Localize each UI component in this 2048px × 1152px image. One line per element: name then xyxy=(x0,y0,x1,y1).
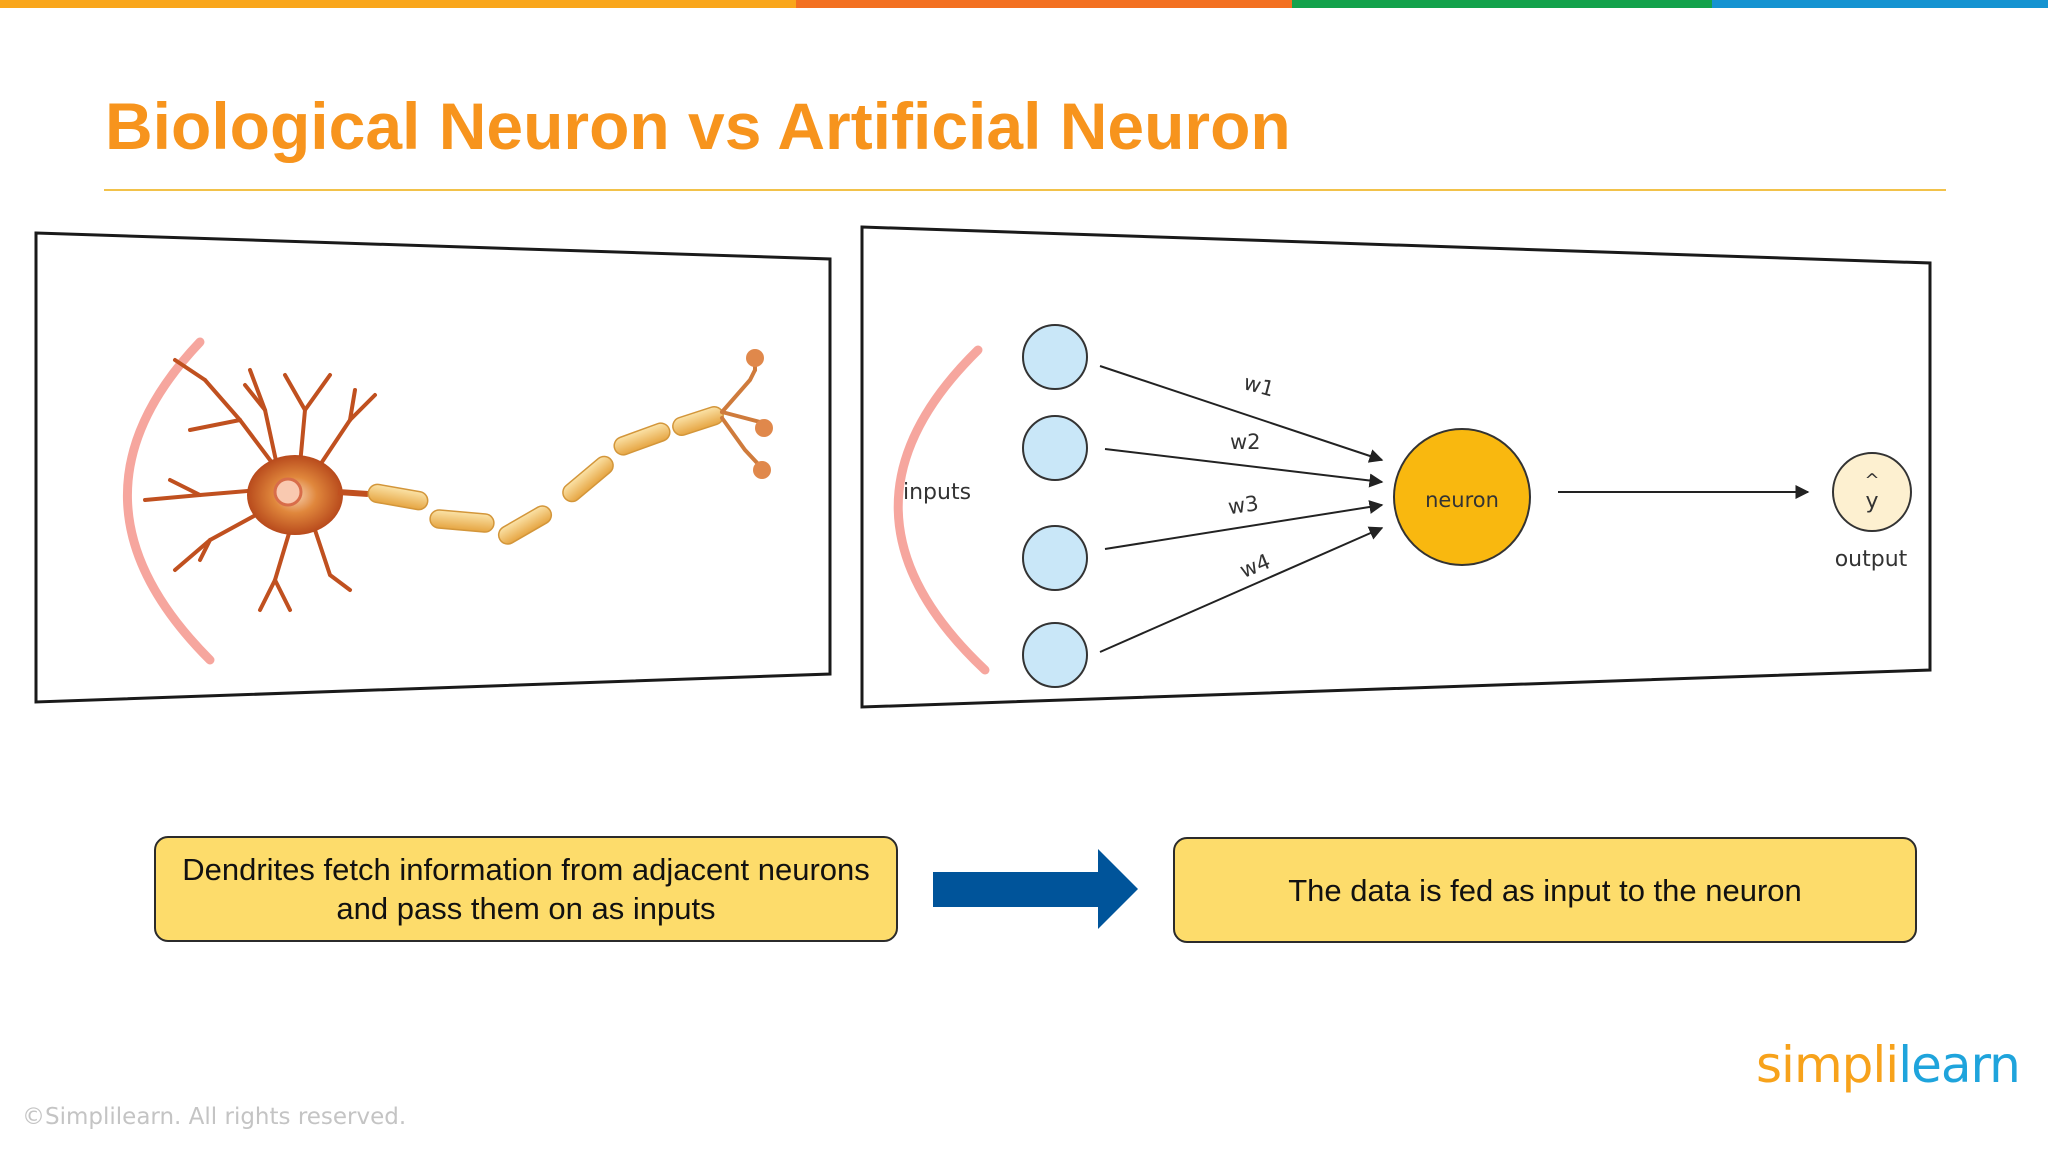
simplilearn-logo: simplilearn xyxy=(1756,1036,2021,1094)
top-bar-segment-green xyxy=(1292,0,1712,8)
neuron-node xyxy=(1393,428,1531,566)
output-label: output xyxy=(1835,547,1908,572)
biological-panel-frame xyxy=(34,231,832,704)
weight-edge-2 xyxy=(1104,448,1384,488)
weight-edge-4 xyxy=(1099,526,1384,653)
artificial-panel-frame xyxy=(860,225,1932,709)
caption-data-input: The data is fed as input to the neuron xyxy=(1173,837,1917,943)
artificial-panel: inputs w1 w2 w3 w4 neuron ^ y output xyxy=(860,225,1932,709)
neuron-label: neuron xyxy=(1425,488,1499,512)
output-hat: ^ xyxy=(1864,470,1879,491)
title-underline xyxy=(104,189,1946,191)
weight-label-w3: w3 xyxy=(1226,491,1260,519)
weight-edge-3 xyxy=(1104,500,1384,550)
top-bar-segment-blue xyxy=(1712,0,2048,8)
dendrite-highlight-arc xyxy=(122,337,215,665)
biological-neuron-illustration xyxy=(143,349,773,612)
biological-panel xyxy=(34,231,832,704)
weight-edge-1 xyxy=(1099,365,1384,463)
top-bar-segment-red xyxy=(796,0,1292,8)
axon-hillock xyxy=(337,489,369,497)
weight-label-w2: w2 xyxy=(1230,430,1261,454)
logo-text-part2: learn xyxy=(1898,1036,2021,1094)
flow-arrow-icon xyxy=(933,849,1138,929)
copyright-notice: ©Simplilearn. All rights reserved. xyxy=(22,1104,407,1130)
caption-dendrites-text: Dendrites fetch information from adjacen… xyxy=(182,852,870,926)
caption-data-input-text: The data is fed as input to the neuron xyxy=(1288,872,1802,908)
logo-text-part1: simpl xyxy=(1756,1036,1886,1094)
input-node-1 xyxy=(1022,324,1088,390)
inputs-highlight-arc xyxy=(893,345,990,675)
slide-title: Biological Neuron vs Artificial Neuron xyxy=(105,89,1291,163)
input-node-2 xyxy=(1022,415,1088,481)
inputs-label: inputs xyxy=(903,480,971,505)
logo-text-bar: i xyxy=(1885,1036,1899,1094)
nucleus xyxy=(273,477,303,507)
top-color-bar xyxy=(0,0,2048,8)
input-node-4 xyxy=(1022,622,1088,688)
top-bar-segment-orange xyxy=(0,0,796,8)
output-symbol: y xyxy=(1865,489,1878,514)
caption-dendrites: Dendrites fetch information from adjacen… xyxy=(154,836,898,942)
output-node xyxy=(1832,452,1912,532)
input-node-3 xyxy=(1022,525,1088,591)
